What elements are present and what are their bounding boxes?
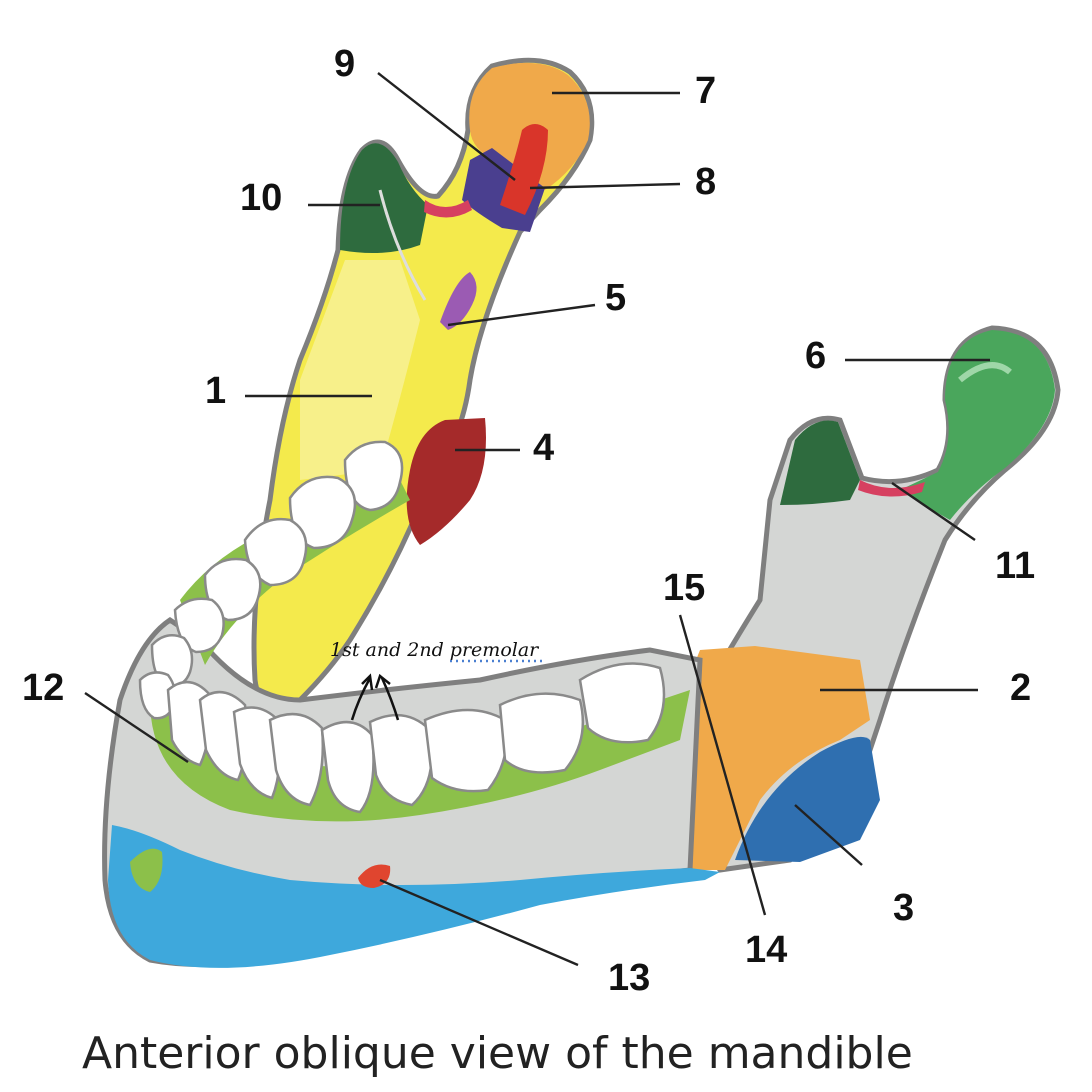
far-coronoid (780, 420, 860, 505)
label-1: 1 (205, 370, 226, 412)
tooth (578, 662, 666, 744)
label-5: 5 (605, 277, 626, 319)
far-notch-band (858, 480, 925, 497)
tooth (423, 708, 508, 793)
coronoid-process (340, 143, 428, 254)
label-8: 8 (695, 161, 716, 203)
label-10: 10 (240, 177, 282, 219)
label-13: 13 (608, 957, 650, 999)
teeth (138, 440, 666, 814)
label-15: 15 (663, 567, 705, 609)
far-angle-blue (735, 736, 880, 862)
premolar-annotation: 1st and 2nd premolar (330, 639, 540, 661)
far-angle-orange (680, 646, 870, 870)
notch-band (424, 200, 472, 218)
mandible-base (108, 825, 720, 968)
mental-protuberance (130, 848, 163, 892)
label-3: 3 (893, 887, 914, 929)
far-condyle (900, 330, 1055, 520)
tooth (268, 712, 325, 807)
label-7: 7 (695, 70, 716, 112)
premolar-arrows (350, 659, 545, 721)
figure-caption: Anterior oblique view of the mandible (82, 1028, 913, 1079)
tooth (498, 692, 585, 774)
label-2: 2 (1010, 667, 1031, 709)
tooth (320, 721, 375, 814)
lingula-area (440, 272, 477, 330)
label-11: 11 (995, 545, 1035, 587)
label-9: 9 (334, 43, 355, 85)
pterygoid-fovea (500, 124, 548, 215)
leader-lines (84, 72, 990, 967)
far-ramus (680, 325, 1061, 873)
label-6: 6 (805, 335, 826, 377)
label-4: 4 (533, 427, 554, 469)
tooth (368, 713, 434, 807)
near-ramus (251, 57, 595, 710)
label-14: 14 (745, 929, 787, 971)
label-12: 12 (22, 667, 64, 709)
